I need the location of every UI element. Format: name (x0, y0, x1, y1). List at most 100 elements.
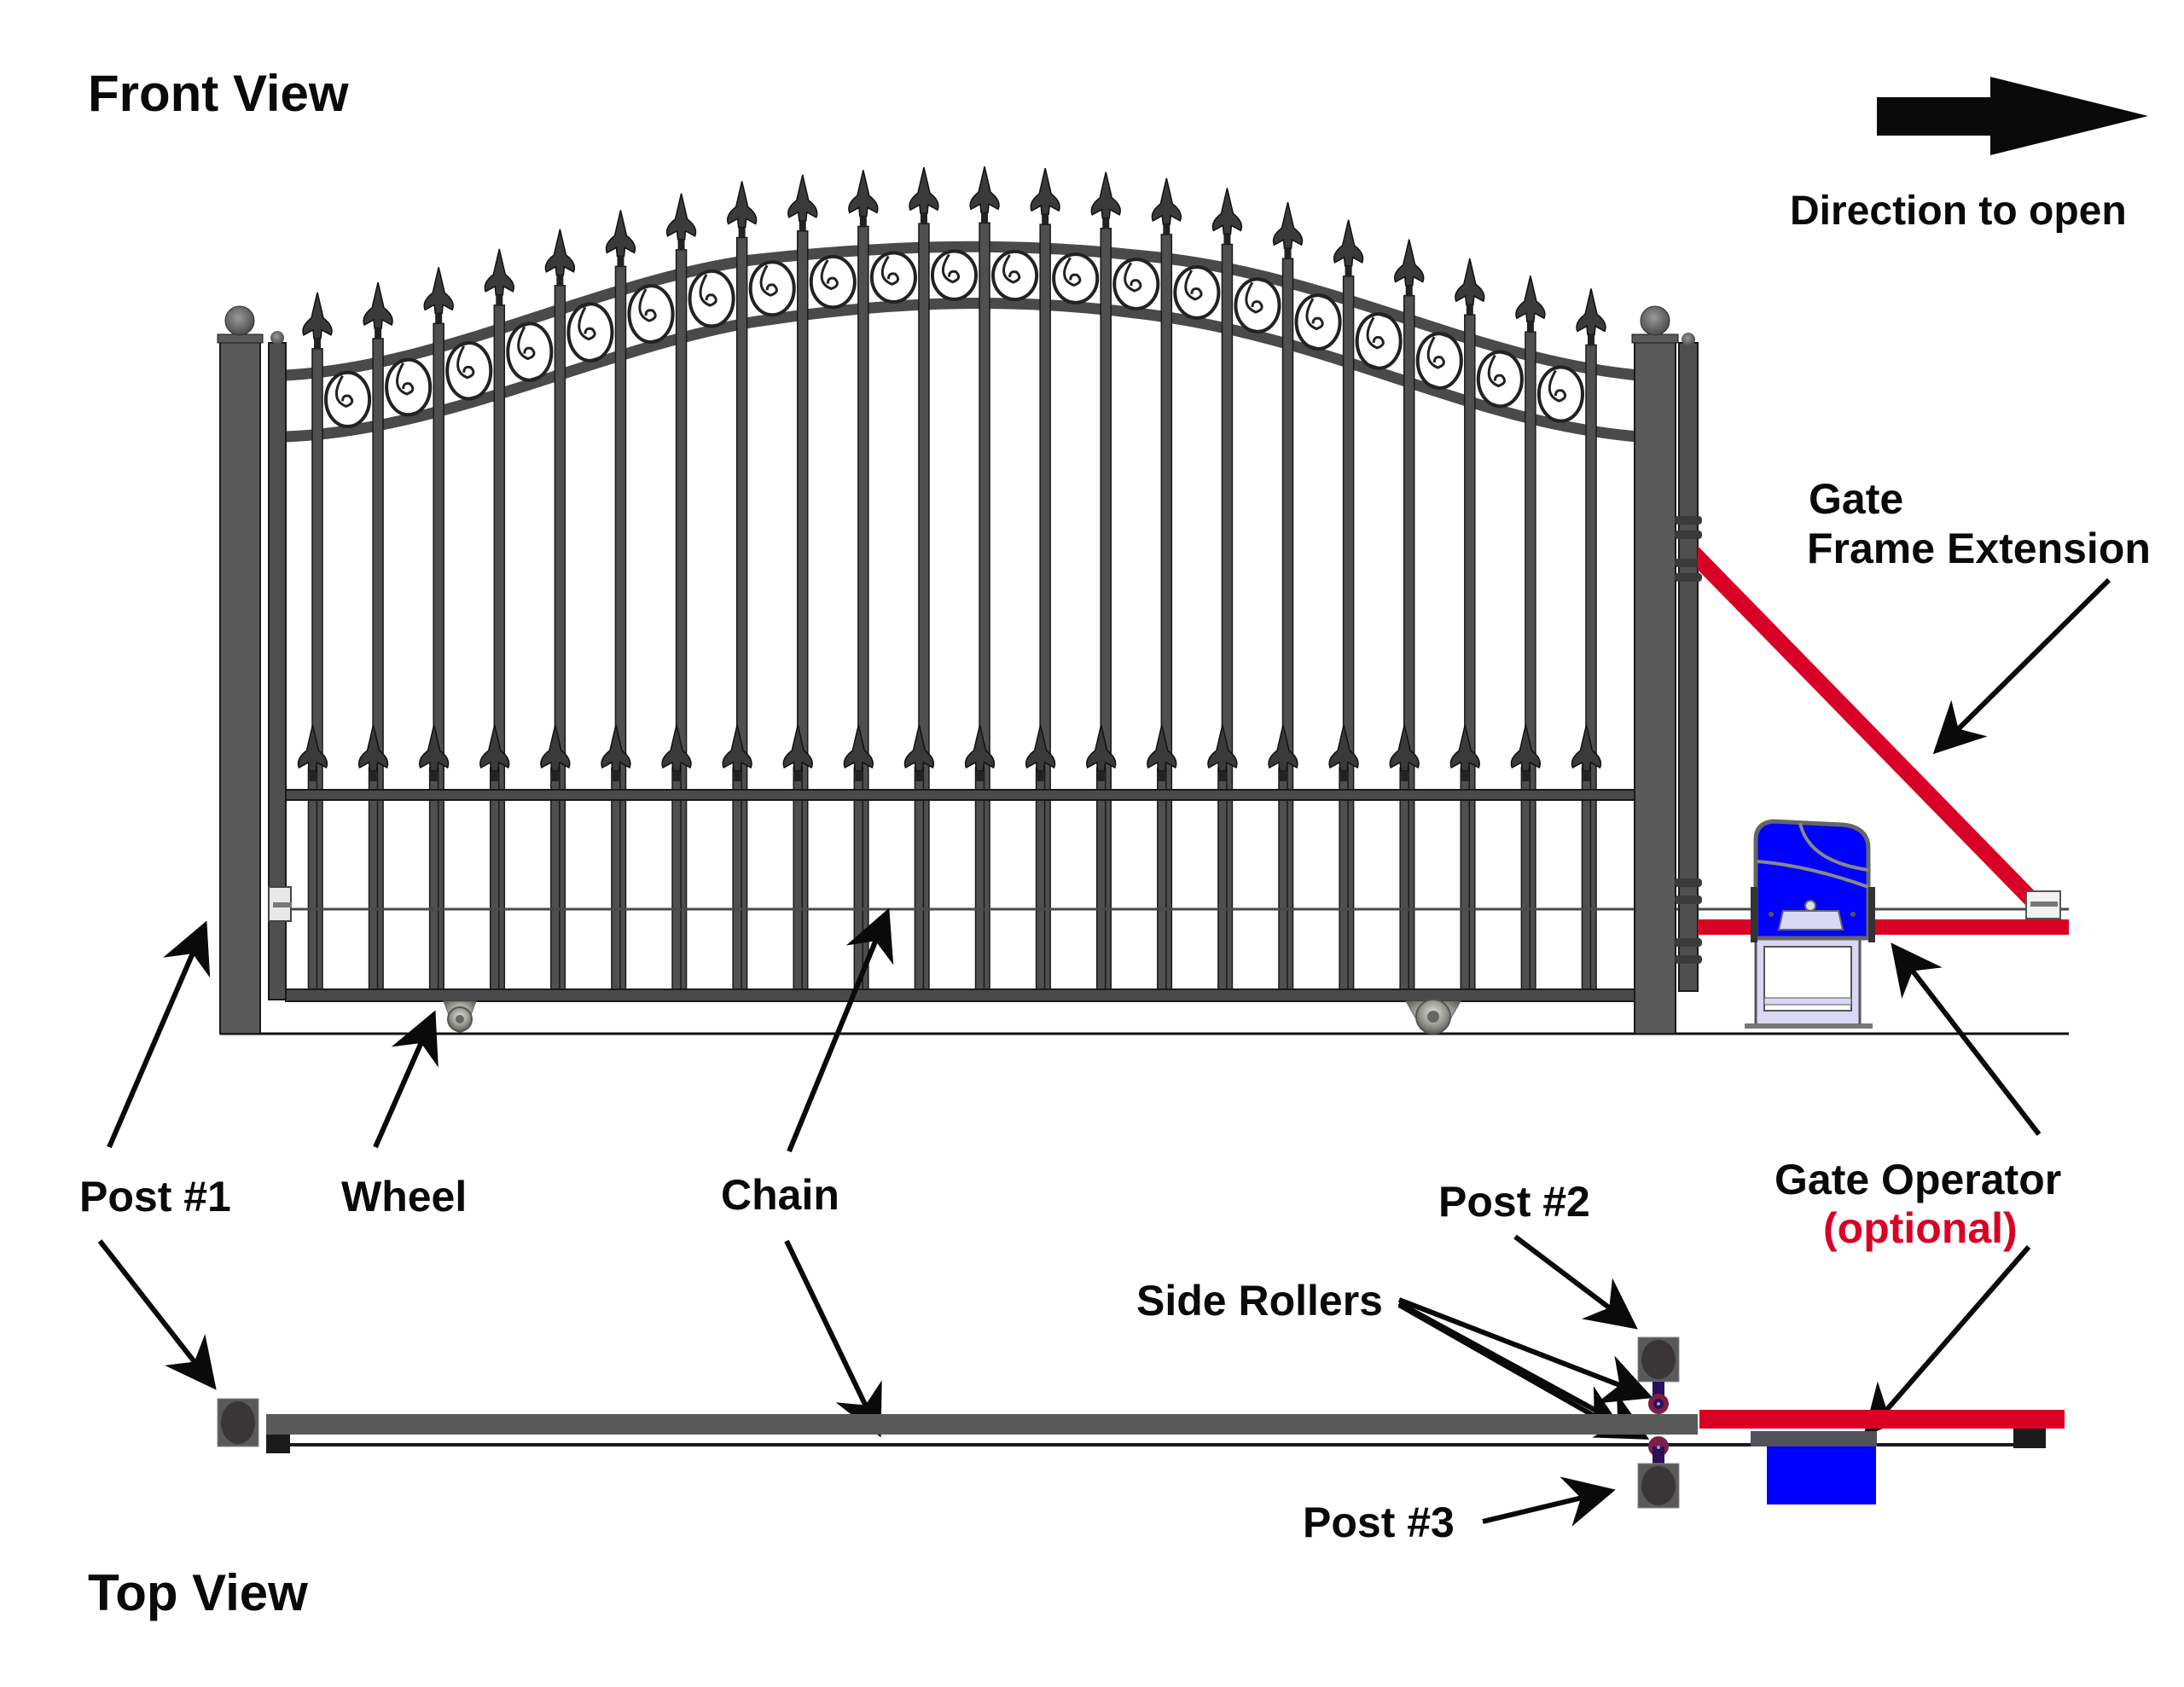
short-picket (1399, 767, 1409, 995)
chain-anchor-right (2013, 1428, 2046, 1448)
short-picket (368, 767, 379, 995)
finial-icon (1389, 724, 1420, 781)
finial-icon (1151, 177, 1182, 235)
scroll-ornament (748, 260, 796, 317)
finial-icon (1515, 275, 1546, 333)
finial-icon (964, 724, 996, 781)
post-3-top (1637, 1463, 1680, 1509)
gate-latch (268, 886, 292, 922)
finial-icon (1030, 168, 1060, 225)
finial-icon (1268, 724, 1298, 781)
scroll-ornament (1415, 332, 1463, 390)
short-picket (1581, 767, 1592, 995)
finial-icon (1207, 724, 1238, 781)
scroll-ornament (930, 249, 979, 301)
gate-frame-extension-label-line2: Frame Extension (1807, 525, 2151, 572)
chain-label: Chain (721, 1171, 839, 1219)
arrow-chain-top (784, 1239, 882, 1438)
finial-icon (357, 724, 389, 781)
scroll-ornament (445, 340, 493, 401)
scroll-ornament (869, 251, 917, 304)
finial-icon (1211, 188, 1243, 245)
short-picket (307, 767, 318, 995)
left-stile-cap (270, 331, 284, 345)
finial-icon (601, 724, 631, 781)
finial-icon (1333, 219, 1364, 276)
finial-icon (302, 292, 333, 349)
finial-icon (605, 210, 636, 267)
gate-frame-extension-label-line1: Gate (1809, 475, 1903, 523)
callout-arrows (97, 577, 2111, 1527)
finial-icon (1571, 724, 1602, 781)
finial-icon (1576, 288, 1606, 345)
finial-icon (1394, 239, 1425, 296)
scroll-ornament (324, 370, 372, 429)
gate-operator-optional-label: (optional) (1823, 1204, 2018, 1252)
finial-icon (1455, 258, 1485, 316)
short-picket (853, 767, 864, 995)
finial-icon (787, 174, 818, 231)
finial-icon (1328, 724, 1359, 781)
post-1-label: Post #1 (79, 1173, 231, 1220)
scroll-ornament (1234, 277, 1281, 333)
finial-icon (661, 724, 692, 781)
finial-icon (297, 724, 328, 781)
arrow-frame-extension (1932, 577, 2111, 755)
scroll-ornament (1052, 252, 1100, 304)
finial-icon (1025, 724, 1056, 781)
short-picket (914, 767, 925, 995)
scroll-ornament (1536, 365, 1585, 423)
scroll-ornament (688, 269, 735, 328)
post-3-label: Post #3 (1303, 1499, 1455, 1546)
short-picket (428, 767, 439, 995)
arrow-post1-front (107, 920, 211, 1149)
scroll-ornament (627, 284, 675, 345)
finial-icon (782, 724, 813, 781)
arrow-operator-front (1891, 942, 2042, 1136)
frame-extension-stile (1675, 333, 1702, 992)
short-picket (1035, 767, 1046, 995)
scroll-ornament (809, 254, 857, 310)
short-picket (1157, 767, 1167, 995)
side-roller-bottom (1648, 1436, 1669, 1464)
frame-extension-top (1699, 1410, 2065, 1429)
finial-icon (540, 724, 571, 781)
arrow-wheel (373, 1010, 439, 1149)
finial-icon (484, 248, 514, 305)
finial-icon (848, 170, 879, 227)
scroll-ornaments (324, 249, 1585, 429)
post-2-front (1631, 305, 1679, 1035)
arrow-side-roller-top (1397, 1297, 1653, 1404)
arrow-operator-top (1863, 1245, 2031, 1437)
gate-panel (268, 166, 2069, 1002)
side-rollers-label: Side Rollers (1136, 1277, 1383, 1325)
short-picket (1095, 767, 1107, 995)
finial-icon (479, 724, 510, 781)
short-picket (974, 767, 985, 995)
short-picket (550, 767, 561, 995)
scroll-ornament (506, 322, 554, 382)
finial-icon (722, 724, 752, 781)
scroll-ornament (1173, 265, 1221, 320)
gate-operator-label: Gate Operator (1774, 1156, 2061, 1203)
short-picket (671, 767, 682, 995)
side-roller-top (1648, 1382, 1669, 1414)
direction-arrow-icon (1877, 77, 2148, 155)
arrow-post3 (1482, 1476, 1616, 1527)
finial-icon (544, 229, 576, 286)
wheel-left (443, 1000, 477, 1033)
short-picket (1460, 767, 1471, 995)
top-view-title: Top View (88, 1564, 308, 1621)
post-2-top (1637, 1336, 1680, 1383)
top-view-plan (217, 1336, 2065, 1509)
scroll-ornament (1294, 293, 1342, 351)
gate-frame-extension (1698, 546, 2069, 935)
short-picket (611, 767, 621, 995)
finial-icon (418, 724, 450, 781)
finial-icon (843, 724, 874, 781)
scroll-ornament (1355, 312, 1403, 370)
short-picket (1339, 767, 1349, 995)
finial-icon (363, 281, 393, 339)
arrow-post1-top (97, 1239, 217, 1390)
